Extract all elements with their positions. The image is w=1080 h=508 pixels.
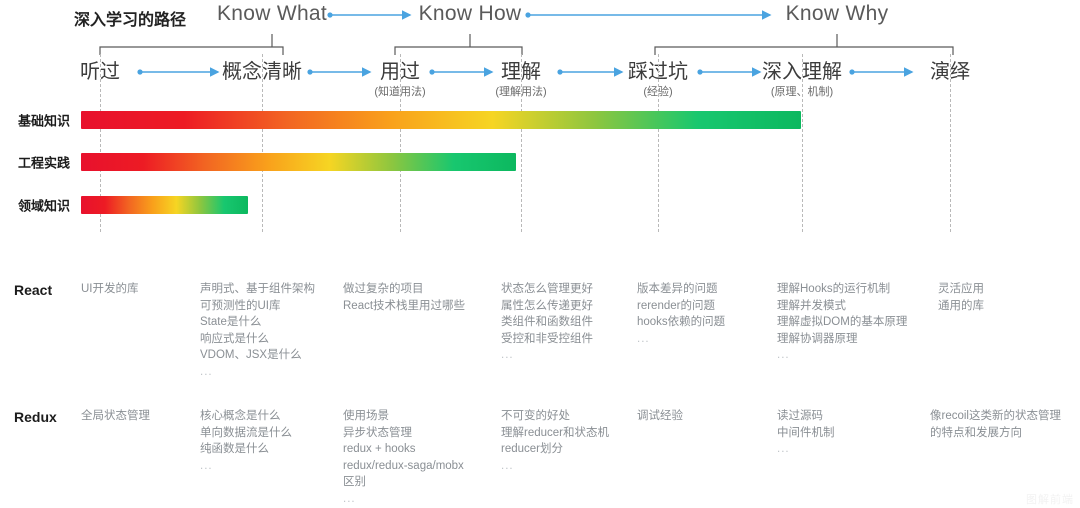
tech-cell-line: 理解协调器原理 (777, 332, 858, 345)
tech-cell-line: ... (777, 349, 790, 361)
tech-cell-line: 的特点和发展方向 (930, 426, 1022, 439)
tech-cell-line: ... (637, 332, 650, 345)
bracket-know-what (99, 34, 284, 55)
level-arrow-1-dot (525, 12, 531, 18)
tech-cell-line: 读过源码 (777, 410, 823, 422)
tech-name-react: React (14, 282, 53, 298)
tech-cell-react-5: 理解Hooks的运行机制理解并发模式理解虚拟DOM的基本原理理解协调器原理... (777, 281, 907, 364)
tech-cell-react-4: 版本差异的问题 rerender的问题 hooks依赖的问题... (637, 281, 725, 347)
tech-cell-line: 像recoil这类新的状态管理 (930, 410, 1061, 422)
column-guide-shen-ru-li-jie (802, 54, 803, 232)
tech-cell-line: ... (501, 459, 514, 472)
tech-cell-line: redux + hooks (343, 443, 416, 455)
knowledge-row-label-practice: 工程实践 (17, 155, 70, 171)
tech-cell-redux-5: 读过源码中间件机制... (777, 408, 835, 458)
tech-cell-react-3: 状态怎么管理更好属性怎么传递更好类组件和函数组件受控和非受控组件... (501, 281, 593, 364)
tech-cell-line: 状态怎么管理更好 (501, 283, 593, 295)
tech-cell-line: 全局状态管理 (81, 410, 150, 422)
tech-cell-line: 理解虚拟DOM的基本原理 (777, 316, 908, 328)
column-guide-cai-guo-keng (658, 54, 659, 232)
tech-cell-line: 可预测性的UI库 (200, 299, 281, 312)
level-brackets (99, 34, 954, 55)
tech-cell-line: 响应式是什么 (200, 332, 269, 345)
tech-cell-react-6: 灵活应用通用的库 (938, 281, 984, 314)
progress-bar-practice (81, 153, 516, 171)
tech-cell-line: 通用的库 (938, 299, 984, 312)
progress-bar-basic (81, 111, 801, 129)
tech-cell-line: 中间件机制 (777, 426, 835, 439)
stage-arrow-2-dot (429, 69, 435, 75)
tech-cell-line: VDOM、JSX是什么 (200, 349, 302, 361)
stage-label: 理解 (500, 61, 541, 83)
column-guide-gai-nian-qing-xi (262, 54, 263, 232)
tech-cell-line: 使用场景 (343, 410, 389, 422)
watermark: 图解前端 (1026, 494, 1074, 506)
stage-arrow-1-dot (307, 69, 313, 75)
tech-cell-line: 调试经验 (637, 410, 683, 422)
tech-cell-line: 属性怎么传递更好 (501, 299, 593, 312)
column-guide-yong-guo (400, 54, 401, 232)
level-label-know-how: Know How (418, 2, 522, 25)
tech-cell-line: 类组件和函数组件 (501, 316, 593, 328)
column-guide-ting-guo (100, 54, 101, 232)
level-label-know-why: Know Why (785, 2, 889, 25)
tech-cell-line: 单向数据流是什么 (200, 426, 292, 439)
tech-cell-line: React技术栈里用过哪些 (343, 299, 466, 312)
tech-cell-redux-3: 不可变的好处理解reducer和状态机 reducer划分... (501, 408, 609, 474)
tech-cell-line: ... (343, 492, 356, 505)
stage-arrow-0-dot (137, 69, 143, 75)
stage-arrow-5-dot (849, 69, 855, 75)
tech-cell-line: reducer划分 (501, 443, 563, 455)
tech-cell-redux-0: 全局状态管理 (81, 408, 150, 425)
tech-cell-line: 核心概念是什么 (200, 410, 281, 422)
column-guide-li-jie (521, 54, 522, 232)
level-arrow-0-dot (327, 12, 333, 18)
tech-cell-line: 灵活应用 (938, 283, 984, 295)
tech-cell-react-0: UI开发的库 (81, 281, 139, 298)
tech-cell-react-1: 声明式、基于组件架构可预测性的UI库 State是什么响应式是什么 VDOM、JSX… (200, 281, 315, 380)
tech-cell-line: ... (777, 443, 790, 455)
tech-cell-line: 异步状态管理 (343, 426, 412, 439)
tech-cell-line: hooks依赖的问题 (637, 316, 726, 328)
tech-cell-line: 纯函数是什么 (200, 443, 269, 455)
level-label-know-what: Know What (216, 2, 328, 25)
bracket-know-how (394, 34, 523, 55)
tech-cell-line: rerender的问题 (637, 299, 715, 312)
knowledge-row-label-basic: 基础知识 (17, 113, 70, 129)
tech-name-redux: Redux (14, 409, 57, 425)
tech-cell-line: State是什么 (200, 316, 262, 328)
level-arrow-group (327, 10, 772, 20)
tech-cell-line: 理解并发模式 (777, 299, 846, 312)
tech-cell-line: 不可变的好处 (501, 410, 570, 422)
tech-cell-line: 做过复杂的项目 (343, 283, 424, 295)
tech-cell-line: 区别 (343, 476, 366, 488)
progress-bar-domain (81, 196, 248, 214)
tech-cell-line: ... (501, 349, 514, 361)
tech-cell-line: ... (200, 459, 213, 472)
tech-cell-line: redux/redux-saga/mobx (343, 459, 464, 472)
stage-sublabel: (原理、机制) (770, 86, 834, 98)
tech-cell-react-2: 做过复杂的项目 React技术栈里用过哪些 (343, 281, 465, 314)
tech-cell-redux-4: 调试经验 (637, 408, 683, 425)
stage-arrow-3-dot (557, 69, 563, 75)
tech-cell-redux-1: 核心概念是什么单向数据流是什么纯函数是什么... (200, 408, 292, 474)
tech-cell-line: 声明式、基于组件架构 (200, 283, 315, 295)
tech-cell-redux-6: 像recoil这类新的状态管理的特点和发展方向 (930, 408, 1080, 441)
page-title: 深入学习的路径 (74, 12, 187, 29)
tech-cell-line: 理解Hooks的运行机制 (777, 283, 891, 295)
stage-label: 用过 (379, 61, 420, 83)
tech-cell-line: 受控和非受控组件 (501, 332, 593, 345)
tech-cell-redux-2: 使用场景异步状态管理 redux + hooks redux/redux-saga/… (343, 408, 464, 507)
tech-cell-line: 版本差异的问题 (637, 283, 718, 295)
knowledge-row-label-domain: 领域知识 (17, 198, 70, 214)
stage-arrow-4-dot (697, 69, 703, 75)
tech-cell-line: 理解reducer和状态机 (501, 426, 609, 439)
tech-cell-line: ... (200, 365, 213, 378)
tech-cell-line: UI开发的库 (81, 283, 139, 295)
stage-sublabel: (经验) (643, 86, 673, 98)
bracket-know-why (654, 34, 954, 55)
column-guide-yan-yi (950, 54, 951, 232)
